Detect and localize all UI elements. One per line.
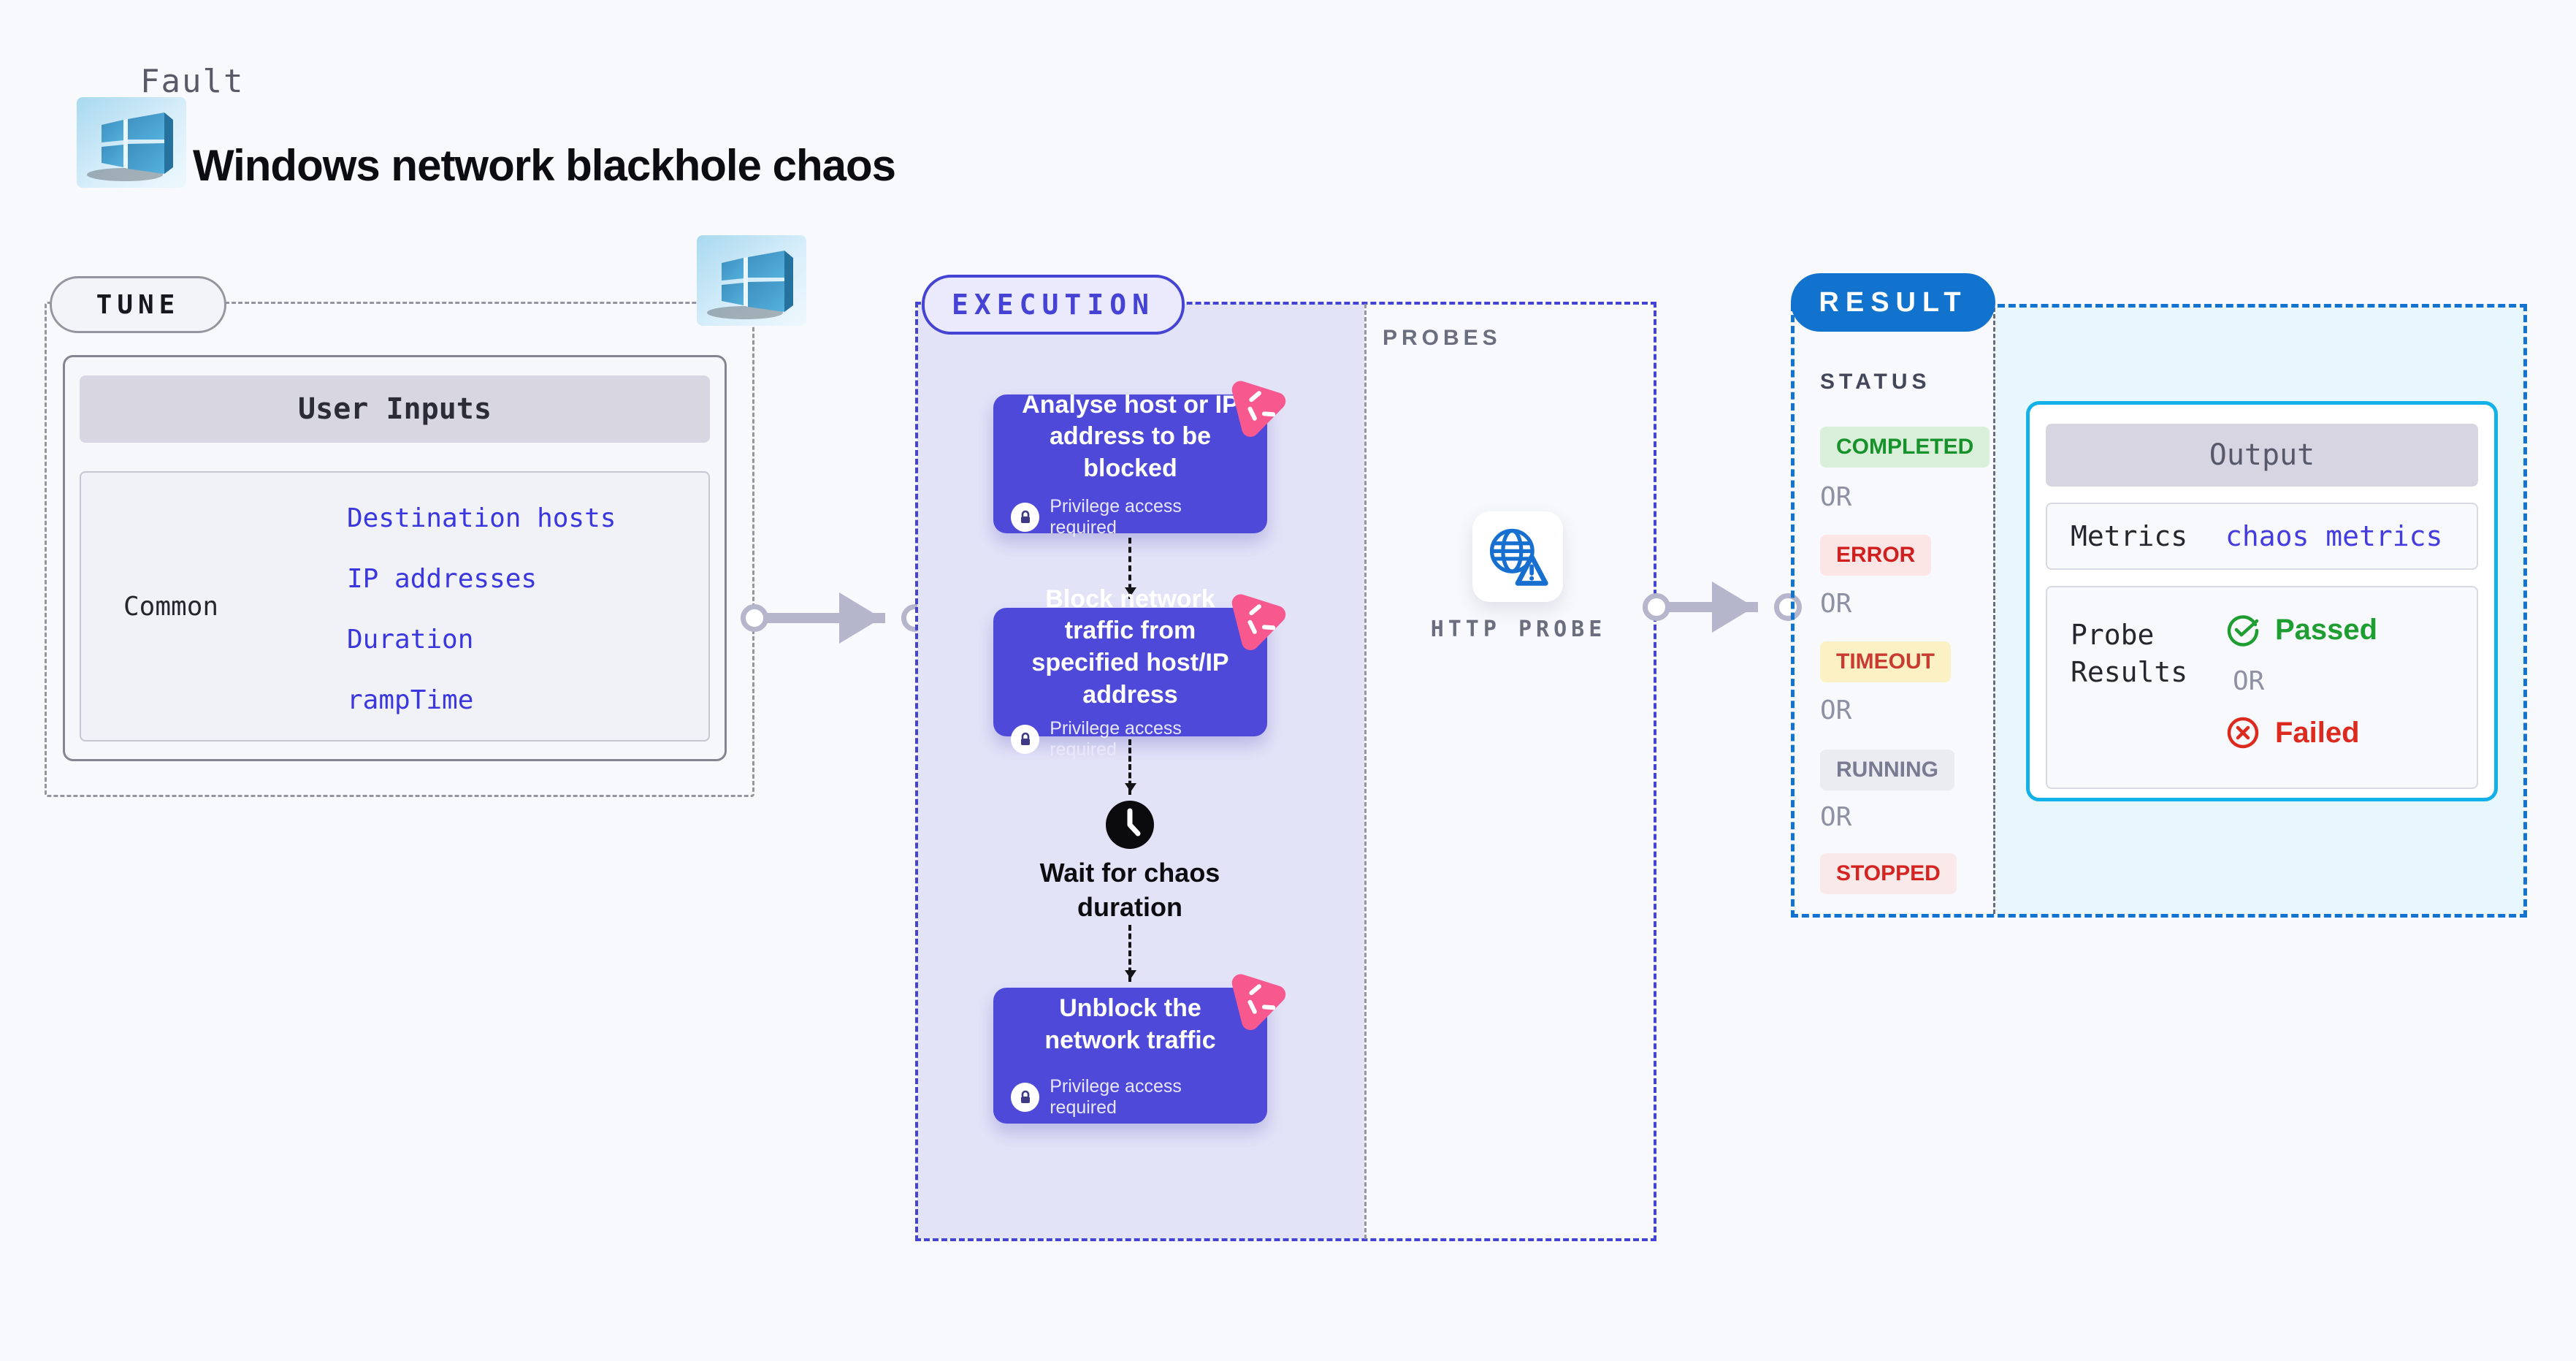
http-probe-label: HTTP PROBE [1430, 617, 1607, 642]
chaos-badge-icon [1215, 577, 1299, 662]
result-section-border [1791, 304, 2527, 918]
privilege-label: Privilege access required [1050, 496, 1182, 538]
or-separator: OR [1820, 695, 1852, 725]
page-title: Windows network blackhole chaos [193, 141, 896, 191]
flow-connector [1125, 538, 1136, 599]
tune-section-label: TUNE [50, 276, 226, 333]
step-title: Analyse host or IP address to be blocked [1022, 390, 1239, 482]
status-badge-completed: COMPLETED [1820, 427, 1990, 468]
execution-section-label: EXECUTION [922, 275, 1185, 335]
status-column-label: STATUS [1820, 370, 1931, 394]
input-link-duration[interactable]: Duration [347, 625, 474, 655]
lock-icon [1011, 725, 1040, 755]
result-divider [1993, 308, 1995, 914]
arrow-head [839, 592, 907, 644]
status-badge-running: RUNNING [1820, 750, 1954, 790]
input-link-destination-hosts[interactable]: Destination hosts [347, 503, 616, 533]
step-analyse-host: Analyse host or IP address to be blocked… [993, 394, 1267, 538]
result-section-label: RESULT [1791, 273, 1995, 332]
metrics-row: Metrics chaos metrics [2046, 503, 2478, 570]
input-group-label: Common [123, 591, 219, 622]
output-card: Output Metrics chaos metrics Probe Resul… [2026, 401, 2498, 801]
input-links: Destination hosts IP addresses Duration … [347, 503, 616, 715]
flow-connector [1125, 739, 1136, 795]
verdict-failed: Failed [2225, 715, 2377, 750]
metrics-label: Metrics [2071, 520, 2188, 552]
or-separator: OR [1820, 589, 1852, 619]
tune-section-border [45, 302, 754, 797]
lock-icon [1011, 1082, 1040, 1112]
arrow-start-node [741, 604, 768, 632]
probes-divider [1364, 304, 1367, 1239]
user-inputs-title: User Inputs [80, 375, 710, 443]
chaos-badge-icon [1215, 957, 1299, 1042]
status-badge-stopped: STOPPED [1820, 853, 1957, 894]
output-card-title: Output [2046, 424, 2478, 487]
check-circle-icon [2225, 612, 2260, 647]
tune-to-execution-arrow [741, 592, 929, 644]
x-circle-icon [2225, 715, 2260, 750]
windows-logo-icon [696, 235, 807, 326]
arrow-end-node [1774, 593, 1802, 621]
globe-warning-icon [1484, 523, 1551, 590]
arrow-head [1712, 582, 1780, 633]
privilege-note: Privilege access required [1011, 718, 1250, 760]
chaos-badge-icon [1215, 364, 1299, 449]
execution-section-border [915, 302, 1656, 1241]
verdict-passed: Passed [2225, 612, 2377, 647]
input-link-ip-addresses[interactable]: IP addresses [347, 564, 538, 594]
probe-verdicts: Passed OR Failed [2225, 612, 2377, 750]
status-badge-timeout: TIMEOUT [1820, 641, 1951, 682]
chaos-metrics-link[interactable]: chaos metrics [2225, 520, 2443, 552]
failed-label: Failed [2275, 716, 2360, 749]
lock-icon [1011, 503, 1040, 533]
fault-kicker: Fault [140, 63, 245, 100]
user-inputs-card: User Inputs Common Destination hosts IP … [63, 355, 727, 761]
user-inputs-table: Common Destination hosts IP addresses Du… [80, 471, 710, 742]
probes-to-result-arrow [1643, 582, 1802, 633]
passed-label: Passed [2275, 613, 2378, 646]
status-badge-error: ERROR [1820, 535, 1932, 576]
windows-logo-icon [77, 97, 186, 188]
step-unblock-traffic: Unblock the network traffic Privilege ac… [993, 988, 1267, 1124]
or-separator: OR [1820, 482, 1852, 512]
clock-icon [1106, 801, 1154, 849]
step-title: Block network traffic from specified hos… [1031, 584, 1229, 709]
privilege-note: Privilege access required [1011, 496, 1250, 538]
privilege-label: Privilege access required [1050, 718, 1182, 760]
flow-connector [1125, 925, 1136, 982]
probe-results-label: Probe Results [2071, 619, 2188, 689]
http-probe-card [1472, 511, 1563, 602]
privilege-label: Privilege access required [1050, 1075, 1182, 1118]
privilege-note: Privilege access required [1011, 1076, 1250, 1118]
arrow-start-node [1643, 593, 1670, 621]
input-link-ramptime[interactable]: rampTime [347, 685, 474, 715]
probes-section-label: PROBES [1383, 326, 1502, 350]
step-title: Unblock the network traffic [1044, 994, 1216, 1054]
wait-step-label: Wait for chaos duration [1039, 858, 1220, 922]
probe-results-row: Probe Results Passed OR Failed [2046, 586, 2478, 789]
step-block-traffic: Block network traffic from specified hos… [993, 585, 1267, 760]
or-separator: OR [1820, 802, 1852, 832]
or-separator: OR [2233, 666, 2265, 696]
